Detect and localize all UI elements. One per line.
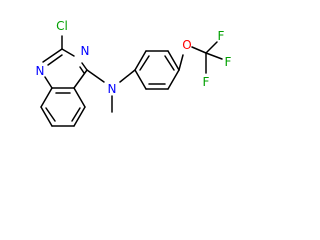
molecule-structure: Cl N N N O F F F <box>36 19 232 127</box>
bond-ph-c3-c4 <box>167 50 180 71</box>
bond-c6-c5-double <box>71 107 81 122</box>
atom-f1: F <box>203 75 210 89</box>
bond-ph-c4-c5 <box>167 69 180 90</box>
bond-c2-n3 <box>61 48 75 57</box>
bond-ph-c1-c2-double <box>139 55 150 71</box>
bond-c-f3 <box>205 41 218 54</box>
bond-o-cf3 <box>191 46 207 54</box>
bond-c4-namine <box>86 69 105 83</box>
atom-labels: Cl N N N O F F F <box>36 19 232 96</box>
atom-n3: N <box>81 44 90 58</box>
bonds <box>40 35 223 127</box>
bond-c8a-n1 <box>44 76 53 89</box>
bond-c5-c4a <box>73 87 86 108</box>
bond-n1-c2 <box>42 48 63 63</box>
bond-c8-c7 <box>40 106 53 127</box>
bond-n3-c4-double <box>79 66 85 74</box>
bond-ph-c1-c2 <box>134 50 147 71</box>
bond-c-f2 <box>205 52 223 60</box>
bond-ph-c3-c4-double <box>164 55 175 71</box>
bond-c8a-c8 <box>40 87 53 108</box>
bond-c8-c7-double <box>45 107 56 122</box>
atom-cl: Cl <box>56 19 68 33</box>
atom-o: O <box>182 38 191 52</box>
bond-ph-c4-o <box>178 54 184 71</box>
atom-f3: F <box>218 29 225 43</box>
atom-n-amine: N <box>108 82 117 96</box>
bond-namine-aryl <box>119 69 136 83</box>
bond-c6-c5 <box>73 106 86 127</box>
atom-f2: F <box>225 55 232 69</box>
bond-n1-c2-double <box>47 54 63 66</box>
atom-n1: N <box>36 64 45 78</box>
bond-n3-c4 <box>81 62 88 71</box>
bond-c4-c4a <box>73 69 88 89</box>
bond-ph-c6-c1 <box>134 69 147 90</box>
